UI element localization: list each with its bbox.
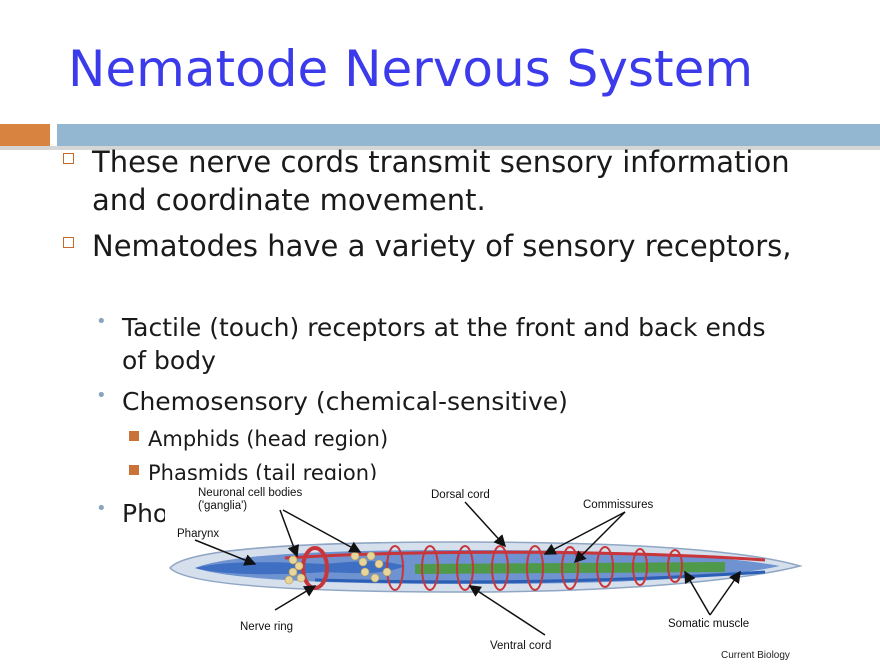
commissure xyxy=(421,545,439,591)
ganglion-cell xyxy=(294,561,304,571)
commissure xyxy=(526,545,544,591)
label-pharynx: Pharynx xyxy=(177,528,219,540)
bullet-square-icon xyxy=(63,153,74,164)
nematode-diagram-svg: Neuronal cell bodies ('ganglia') Pharynx… xyxy=(168,487,803,661)
figure-credit: Current Biology xyxy=(721,650,790,660)
commissure xyxy=(667,549,683,583)
partially-hidden-bullet-text: Pho xyxy=(122,499,169,528)
ganglion-cell xyxy=(358,557,368,567)
dorsal-cord xyxy=(284,550,766,562)
pointer-line xyxy=(709,570,741,616)
sub-bullet-text: Tactile (touch) receptors at the front a… xyxy=(122,313,766,375)
sub-sub-bullet-text: Amphids (head region) xyxy=(148,427,389,451)
label-ganglia: ('ganglia') xyxy=(198,500,247,512)
label-somatic-muscle: Somatic muscle xyxy=(668,618,749,630)
ganglion-cell xyxy=(296,573,306,583)
pointer-line xyxy=(684,570,711,616)
label-commissures: Commissures xyxy=(583,499,654,511)
bullet-text: These nerve cords transmit sensory infor… xyxy=(92,145,790,217)
bullet-square-icon xyxy=(63,237,74,248)
label-dorsal-cord: Dorsal cord xyxy=(431,489,490,501)
bullet-text: Nematodes have a variety of sensory rece… xyxy=(92,229,792,263)
slide-title: Nematode Nervous System xyxy=(68,40,754,98)
ganglion-cell xyxy=(370,573,380,583)
sub-sub-bullet-square-icon xyxy=(129,465,139,475)
sub-bullet-dot-icon: • xyxy=(96,385,107,406)
pointer-line xyxy=(274,585,317,611)
ganglion-cell xyxy=(288,555,298,565)
pointer-line xyxy=(279,509,299,558)
ganglion-cell xyxy=(284,575,294,585)
nematode-diagram: Neuronal cell bodies ('ganglia') Pharynx… xyxy=(165,480,805,661)
label-ventral-cord: Ventral cord xyxy=(490,640,551,652)
ganglion-cell xyxy=(288,567,298,577)
ganglion-cell xyxy=(374,559,384,569)
intestine xyxy=(415,562,725,574)
commissure xyxy=(596,546,614,588)
sub-sub-bullet-square-icon xyxy=(129,431,139,441)
ganglion-cell xyxy=(350,551,360,561)
sub-bullet-text: Chemosensory (chemical-sensitive) xyxy=(122,387,568,416)
sub-bullet-dot-icon: • xyxy=(96,311,107,332)
pointer-line xyxy=(282,509,362,553)
accent-bar-shadow xyxy=(0,146,880,150)
commissure xyxy=(456,545,474,591)
ganglion-cell xyxy=(382,567,392,577)
ganglion-cell xyxy=(360,567,370,577)
commissure xyxy=(561,546,579,590)
pointer-line xyxy=(543,511,626,555)
pointer-line xyxy=(468,585,546,636)
pointer-line xyxy=(573,511,626,564)
label-nerve-ring: Nerve ring xyxy=(240,621,293,633)
label-neuronal-cell-bodies: Neuronal cell bodies xyxy=(198,487,302,499)
pointer-line xyxy=(464,501,507,548)
sub-bullet-dot-icon: • xyxy=(96,498,107,519)
pointer-line xyxy=(194,539,257,566)
accent-bar-orange xyxy=(0,124,50,146)
commissure xyxy=(632,548,648,586)
accent-bar-blue xyxy=(57,124,880,146)
ganglion-cell xyxy=(366,551,376,561)
